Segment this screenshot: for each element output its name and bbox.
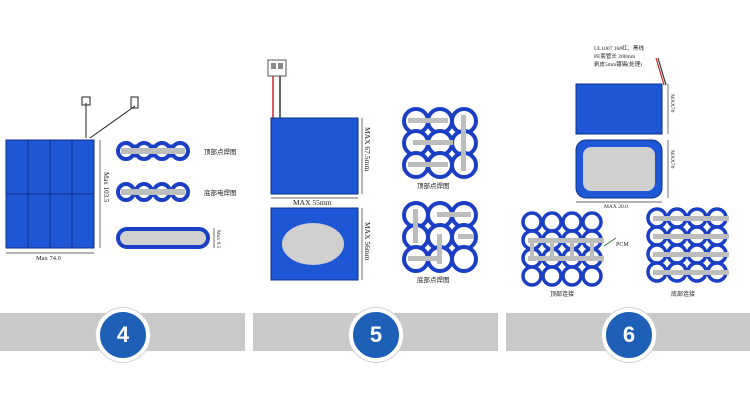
- bottom-weld-strip: [116, 182, 190, 202]
- top-height-dimension: MAX70: [669, 94, 675, 113]
- top-connection-label: 顶部连接: [550, 290, 574, 298]
- pcm-label: PCM: [616, 242, 629, 248]
- wire-spec-line-3: 剥皮5mm镀锡(处理): [594, 60, 642, 68]
- bottom-height-dimension: MAX70: [669, 150, 675, 169]
- width-dimension: MAX 55mm: [293, 198, 332, 207]
- battery-pack: [5, 139, 95, 249]
- red-wire: [655, 57, 665, 86]
- battery-front-view: [575, 83, 663, 135]
- top-weld-label: 顶部点焊图: [417, 181, 450, 190]
- top-weld-label: 顶部点焊图: [204, 147, 237, 156]
- bottom-weld-label: 底部电焊图: [204, 188, 237, 197]
- width-dimension: MAX 20.0: [604, 204, 628, 210]
- step-6-diagram: UL1007 16#红、黑线 PE套管长 200mm 剥皮5mm镀锡(处理) M…: [521, 44, 729, 298]
- connector: [130, 96, 139, 109]
- step-5-badge: 5: [349, 308, 403, 362]
- connector: [267, 59, 287, 77]
- battery-front-view: [270, 117, 359, 195]
- top-weld-strips: [408, 115, 466, 171]
- step-6-panel: UL1007 16#红、黑线 PE套管长 200mm 剥皮5mm镀锡(处理) M…: [506, 0, 750, 400]
- wire-spec-line-2: PE套管长 200mm: [594, 52, 636, 60]
- bottom-connection-label: 底部连接: [671, 290, 695, 298]
- black-wire: [657, 57, 667, 86]
- top-height-dimension: MAX 67.5mm: [363, 127, 372, 171]
- height-dimension: Max 103.5: [102, 172, 110, 203]
- step-5-panel: MAX 67.5mm MAX 55mm MAX 56mm 顶部点焊图: [253, 0, 498, 400]
- step-4-panel: Max 103.5 Max 74.0 顶部点焊图 底部电焊图 Max 9.5 4: [0, 0, 245, 400]
- connector: [81, 96, 91, 106]
- top-connection-strips: [528, 238, 604, 261]
- wire-spec-line-1: UL1007 16#红、黑线: [594, 44, 644, 52]
- width-dimension: Max 74.0: [36, 255, 61, 262]
- battery-top-oval: [282, 223, 344, 265]
- side-view: [116, 227, 210, 249]
- step-4-badge: 4: [96, 308, 150, 362]
- side-dimension: Max 9.5: [215, 230, 221, 249]
- top-connection-grid: [521, 211, 603, 287]
- bottom-weld-strips: [408, 209, 474, 264]
- top-weld-strip: [116, 141, 190, 161]
- bottom-height-dimension: MAX 56mm: [363, 222, 372, 261]
- bottom-weld-label: 底部点焊图: [417, 275, 450, 284]
- step-5-diagram: MAX 67.5mm MAX 55mm MAX 56mm 顶部点焊图: [267, 59, 478, 284]
- bottom-connection-strips: [653, 216, 729, 275]
- step-4-diagram: Max 103.5 Max 74.0 顶部点焊图 底部电焊图 Max 9.5: [5, 96, 237, 262]
- step-6-badge: 6: [602, 308, 656, 362]
- wire: [89, 105, 136, 139]
- pcm-pointer: [603, 237, 617, 247]
- battery-top-cap: [583, 147, 655, 191]
